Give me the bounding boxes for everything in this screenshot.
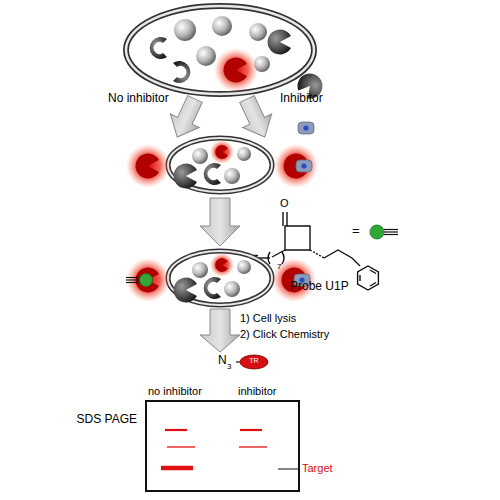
cell-membrane xyxy=(126,6,314,94)
step-label: 1) Cell lysis xyxy=(240,312,296,325)
probe-name: Probe U1P xyxy=(290,280,349,294)
cell-proteins xyxy=(174,253,251,303)
subscript-number: 3 xyxy=(227,362,231,371)
azide-fluorophore xyxy=(236,355,268,369)
probe-symbol xyxy=(370,225,398,239)
atom-label: O xyxy=(280,197,289,210)
gel-bands xyxy=(161,430,267,468)
labeled-enzyme xyxy=(126,258,170,302)
cell-membrane xyxy=(168,138,272,192)
branch-label: No inhibitor xyxy=(108,92,169,106)
gel-box: SDS PAGE xyxy=(145,400,300,492)
cell-proteins xyxy=(150,16,328,102)
branch-label: Inhibitor xyxy=(280,92,323,106)
gel-title: SDS PAGE xyxy=(77,412,137,426)
leader-line xyxy=(278,469,299,470)
atom-label: N xyxy=(218,354,227,368)
lane-label: inhibitor xyxy=(238,385,277,398)
flow-arrow xyxy=(232,92,279,144)
lane-label: no inhibitor xyxy=(148,385,202,398)
fluorophore-tag: TR xyxy=(249,357,258,365)
flow-arrow xyxy=(163,92,210,144)
equals-sign: = xyxy=(352,224,360,239)
target-label: Target xyxy=(302,462,333,475)
inhibited-enzyme xyxy=(274,144,318,188)
cell-proteins xyxy=(174,140,251,189)
flow-arrow xyxy=(200,309,240,352)
inhibitor-icon xyxy=(298,122,314,134)
step-label: 2) Click Chemistry xyxy=(240,328,329,341)
cell-membrane xyxy=(168,251,272,305)
subscript-number: 7 xyxy=(277,262,281,271)
flow-arrow xyxy=(200,198,240,246)
active-enzyme xyxy=(126,144,170,188)
